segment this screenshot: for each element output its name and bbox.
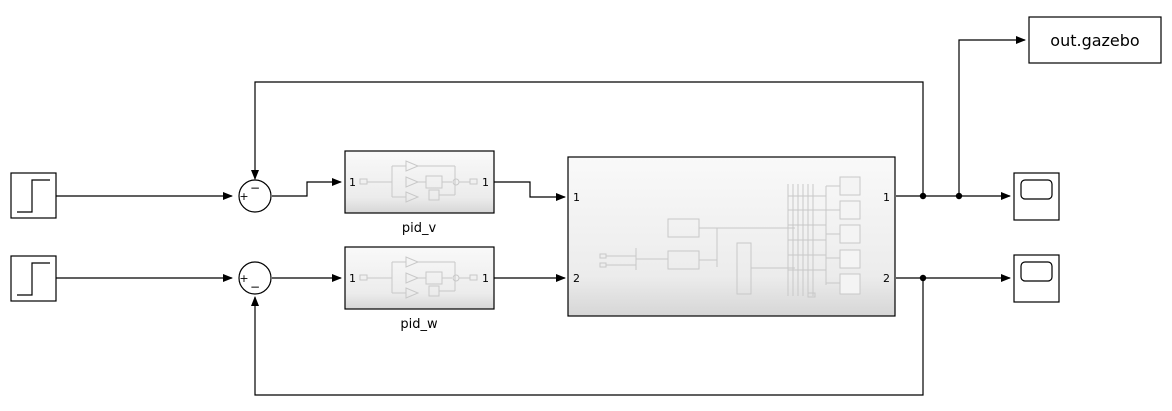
pid-internals-icon	[359, 256, 478, 299]
pid-v-out-port-label: 1	[482, 176, 489, 189]
signal-lines	[56, 36, 1026, 396]
wire-sum-v-to-pid-v[interactable]	[272, 178, 342, 197]
step-icon	[17, 179, 50, 213]
plant-out-port-1-label: 1	[883, 191, 890, 204]
wire-feedback-w[interactable]	[251, 278, 924, 396]
sum-w-plus-sign: +	[239, 272, 248, 285]
pid-v-name-label[interactable]: pid_v	[402, 221, 437, 236]
plant-internals-icon	[599, 176, 861, 298]
step-icon	[17, 262, 50, 296]
pid-w-block[interactable]: 1 1	[344, 246, 495, 310]
sum-v-plus-sign: +	[239, 190, 248, 203]
pid-internals-icon	[359, 160, 478, 203]
pid-v-in-port-label: 1	[349, 176, 356, 189]
sum-v-minus-sign: −	[250, 181, 260, 195]
sum-w-minus-sign: −	[250, 280, 260, 294]
sum-block-v[interactable]: + −	[238, 179, 272, 213]
plant-in-port-2-label: 2	[573, 272, 580, 285]
pid-w-out-port-label: 1	[482, 272, 489, 285]
sum-block-w[interactable]: + −	[238, 261, 272, 295]
branch-point	[919, 192, 927, 200]
branch-point	[955, 192, 963, 200]
pid-w-name-label[interactable]: pid_w	[400, 317, 438, 332]
branch-point	[919, 274, 927, 282]
scope-block-1[interactable]	[1013, 172, 1060, 221]
scope-icon	[1020, 261, 1053, 282]
scope-icon	[1020, 179, 1053, 200]
plant-subsystem-block[interactable]: 1 2 1 2	[567, 156, 896, 317]
step-block-v[interactable]	[10, 172, 57, 219]
out-gazebo-label: out.gazebo	[1050, 31, 1139, 50]
wire-feedback-v[interactable]	[251, 81, 924, 196]
scope-block-2[interactable]	[1013, 254, 1060, 303]
out-gazebo-block[interactable]: out.gazebo	[1028, 16, 1162, 64]
plant-in-port-1-label: 1	[573, 191, 580, 204]
plant-out-port-2-label: 2	[883, 272, 890, 285]
wire-pid-v-to-plant[interactable]	[494, 181, 566, 201]
step-block-w[interactable]	[10, 255, 57, 302]
pid-v-block[interactable]: 1 1	[344, 150, 495, 214]
pid-w-in-port-label: 1	[349, 272, 356, 285]
wire-branch-to-out-gazebo[interactable]	[958, 36, 1026, 196]
